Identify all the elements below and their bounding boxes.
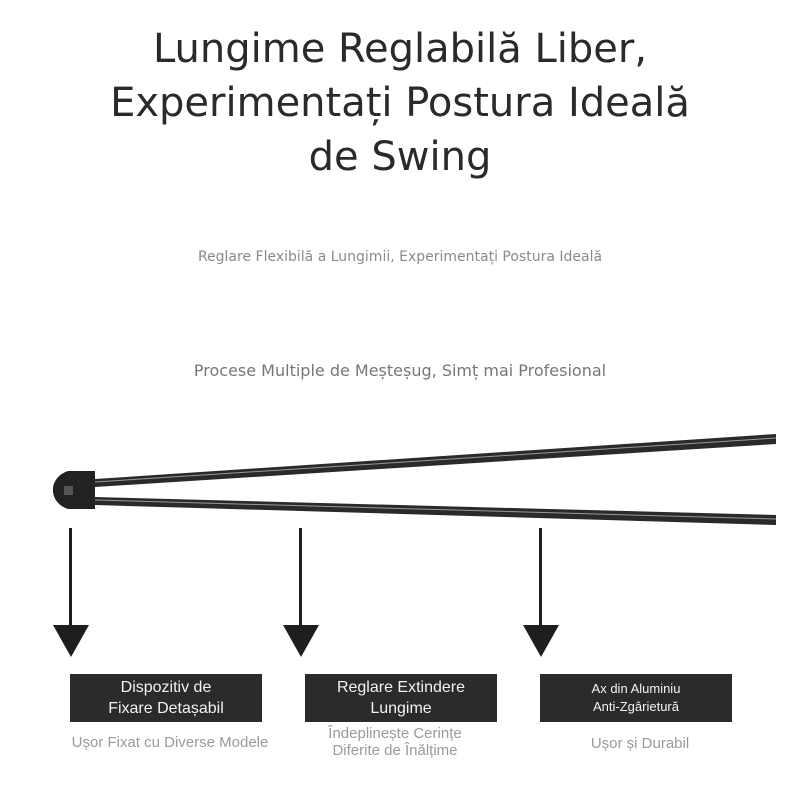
feature-label-line: Reglare Extindere bbox=[336, 679, 466, 696]
feature-label-line: Ax din Aluminiu bbox=[591, 681, 681, 696]
feature-label-line: Dispozitiv de bbox=[120, 679, 212, 696]
title-line: Experimentați Postura Ideală bbox=[110, 80, 690, 126]
feature-label-line: Anti-Zgârietură bbox=[593, 699, 679, 714]
page-title: Lungime Reglabilă Liber, Experimentați P… bbox=[0, 22, 800, 184]
subtitle-craftsmanship: Procese Multiple de Meșteșug, Simț mai P… bbox=[193, 361, 607, 380]
feature-label-detachable-clip: Dispozitiv de Fixare Detașabil bbox=[70, 674, 262, 722]
feature-label-line: Fixare Detașabil bbox=[108, 700, 224, 717]
caption-line: Îndeplinește Cerințe bbox=[328, 725, 462, 742]
arrow-down-icon bbox=[283, 625, 319, 657]
clip-cap bbox=[52, 471, 95, 509]
feature-caption: Îndeplinește Cerințe Diferite de Înălțim… bbox=[295, 725, 495, 759]
caption-line: Ușor Fixat cu Diverse Modele bbox=[71, 734, 269, 751]
caption-line: Diferite de Înălțime bbox=[332, 742, 458, 759]
arrow-line bbox=[69, 528, 72, 626]
feature-label-aluminium-shaft: Ax din Aluminiu Anti-Zgârietură bbox=[540, 674, 732, 722]
feature-label-line: Lungime bbox=[370, 700, 432, 717]
putting-trainer-rods-icon bbox=[52, 434, 777, 525]
feature-label-length-extension: Reglare Extindere Lungime bbox=[305, 674, 497, 722]
title-line: Lungime Reglabilă Liber, bbox=[152, 26, 648, 72]
title-line: de Swing bbox=[308, 134, 492, 180]
arrow-down-icon bbox=[523, 625, 559, 657]
feature-caption: Ușor și Durabil bbox=[540, 735, 740, 752]
arrow-down-icon bbox=[53, 625, 89, 657]
caption-line: Ușor și Durabil bbox=[590, 735, 690, 752]
arrow-line bbox=[299, 528, 302, 626]
subtitle-flexible-length: Reglare Flexibilă a Lungimii, Experiment… bbox=[197, 249, 603, 265]
feature-caption: Ușor Fixat cu Diverse Modele bbox=[50, 734, 290, 751]
lower-rod bbox=[95, 497, 776, 525]
arrow-line bbox=[539, 528, 542, 626]
